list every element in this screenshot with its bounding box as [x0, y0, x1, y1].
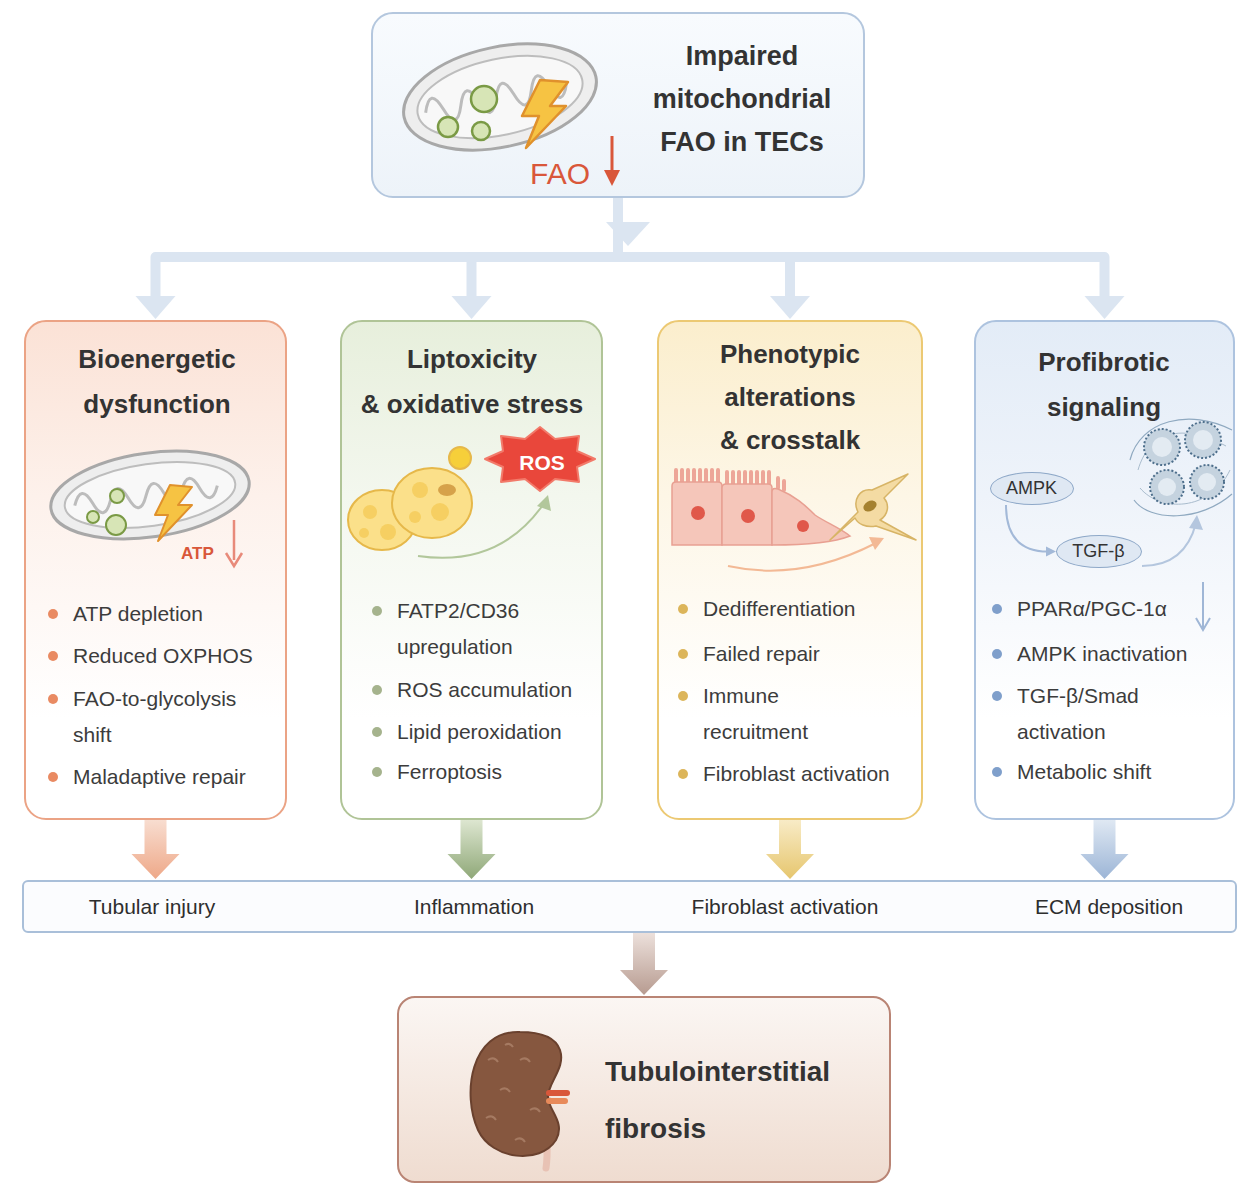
box-heading: Liptoxicity & oxidative stress: [344, 337, 600, 427]
bullet-item: Dedifferentiation: [703, 591, 918, 627]
outcome-label: Fibroblast activation: [655, 894, 915, 920]
flow-arrow: [618, 198, 1125, 319]
block-arrow: [620, 933, 668, 995]
box-heading: Impaired mitochondrial FAO in TECs: [637, 35, 847, 164]
category-box: Phenotypic alterations & crosstalkDediff…: [657, 320, 923, 820]
signal-oval: TGF-β: [1056, 535, 1142, 568]
category-box: Liptoxicity & oxidative stressROS FATP2/C…: [340, 320, 603, 820]
flow-arrow: [1081, 820, 1129, 879]
outcome-label: ECM deposition: [979, 894, 1239, 920]
connector-line: [618, 198, 1105, 298]
arrowhead: [1085, 296, 1125, 319]
box-heading: Phenotypic alterations & crosstalk: [715, 333, 865, 462]
category-box: Profibrotic signalingPPARα/PGC-1αAMPK in…: [974, 320, 1235, 820]
flow-arrow: [766, 820, 814, 879]
result-heading: Tubulointerstitial fibrosis: [605, 1043, 875, 1157]
bullet-item: ROS accumulation: [397, 672, 597, 708]
bullet-item: Fibroblast activation: [703, 756, 918, 792]
arrowhead: [770, 296, 810, 319]
metabolite-label: ATP: [181, 544, 214, 564]
arrowhead: [136, 296, 176, 319]
bullet-item: Reduced OXPHOS: [73, 638, 273, 674]
connector-line: [472, 198, 619, 298]
bullet-item: FAO-to-glycolysis shift: [73, 681, 273, 753]
box-heading: Profibrotic signaling: [994, 340, 1214, 430]
category-box: Bioenergetic dysfunctionATP ATP depletion…: [24, 320, 287, 820]
outcome-band: Tubular injury Inflammation Fibroblast act…: [22, 880, 1237, 933]
flow-arrow: [448, 820, 496, 879]
metabolite-label: FAO: [530, 157, 590, 191]
arrowhead: [452, 296, 492, 319]
flow-chevron: [606, 222, 650, 246]
flow-arrow: [132, 820, 180, 879]
block-arrow: [132, 820, 180, 879]
signal-label: TGF-β: [1057, 536, 1140, 566]
signal-label: AMPK: [991, 473, 1072, 503]
ros-label: ROS: [507, 450, 577, 476]
bullet-item: ATP depletion: [73, 596, 273, 632]
bullet-item: Immune recruitment: [703, 678, 853, 750]
bullet-item: Maladaptive repair: [73, 759, 273, 795]
outcome-label: Inflammation: [344, 894, 604, 920]
block-arrow: [766, 820, 814, 879]
flow-arrow: [618, 198, 810, 319]
flow-arrow: [136, 198, 619, 319]
process-box: Impaired mitochondrial FAO in TECsFAO: [371, 12, 865, 198]
bullet-item: PPARα/PGC-1α: [1017, 591, 1227, 627]
block-arrow: [1081, 820, 1129, 879]
bullet-item: Ferroptosis: [397, 754, 597, 790]
bullet-item: Failed repair: [703, 636, 918, 672]
connector-line: [156, 198, 619, 298]
outcome-label: Tubular injury: [22, 894, 282, 920]
bullet-item: TGF-β/Smad activation: [1017, 678, 1197, 750]
flow-arrow: [452, 198, 619, 319]
bullet-item: FATP2/CD36 upregulation: [397, 593, 597, 665]
bullet-item: Lipid peroxidation: [397, 714, 597, 750]
flow-arrow: [620, 933, 668, 995]
connector-line: [618, 198, 790, 298]
box-heading: Bioenergetic dysfunction: [37, 337, 277, 427]
signal-oval: AMPK: [990, 472, 1074, 505]
bullet-item: Metabolic shift: [1017, 754, 1227, 790]
result-box: Tubulointerstitial fibrosis: [397, 996, 891, 1183]
bullet-item: AMPK inactivation: [1017, 636, 1227, 672]
block-arrow: [448, 820, 496, 879]
